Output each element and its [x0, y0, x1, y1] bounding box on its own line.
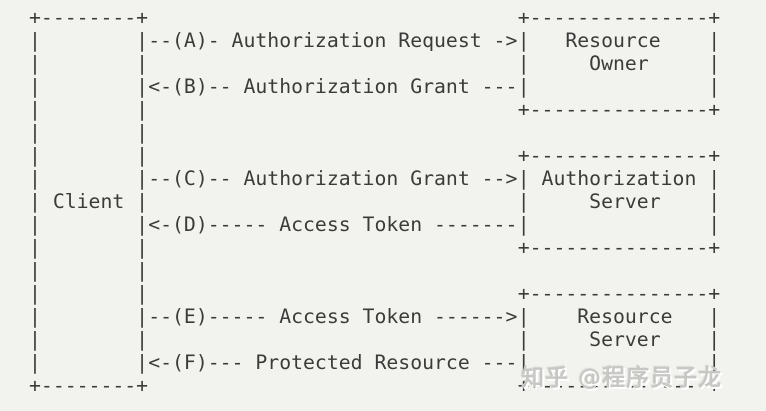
- arrow-c-authorization-grant: --(C)-- Authorization Grant -->: [148, 167, 518, 190]
- arrow-d-access-token: <-(D)----- Access Token -------: [148, 213, 518, 236]
- resource-owner-box: +---------------+ | Resource | | Owner |…: [517, 6, 721, 121]
- arrow-f-protected-resource: <-(F)--- Protected Resource ---: [148, 351, 518, 374]
- zhihu-watermark: 知乎 @程序员子龙: [520, 365, 722, 391]
- resource-server-box: +---------------+ | Resource | | Server …: [517, 282, 721, 397]
- client-box: +--------+ | | | | | | | | | | | | | | |…: [29, 6, 149, 397]
- arrow-a-authorization-request: --(A)- Authorization Request ->: [148, 29, 518, 52]
- authorization-server-box: +---------------+ | Authorization | | Se…: [517, 144, 721, 259]
- arrow-e-access-token: --(E)----- Access Token ------>: [148, 305, 518, 328]
- arrow-b-authorization-grant: <-(B)-- Authorization Grant ---: [148, 75, 518, 98]
